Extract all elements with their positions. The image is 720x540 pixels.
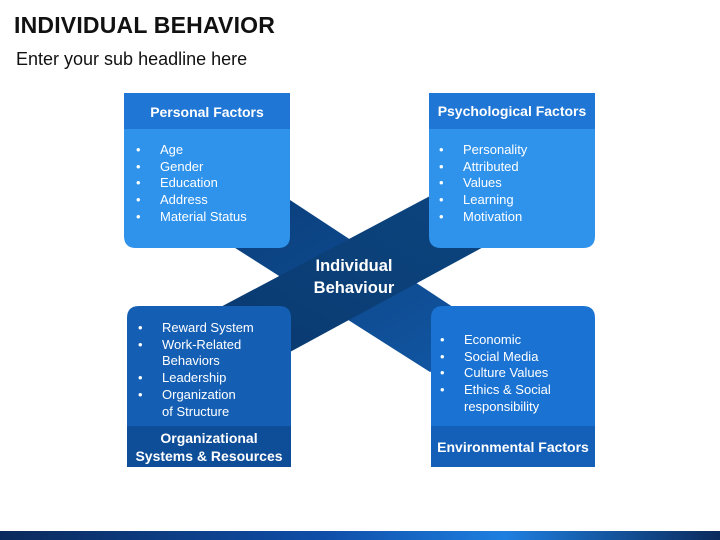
list-item-text: responsibility (464, 398, 540, 414)
list-item-text: Reward System (162, 320, 254, 335)
organizational-title: Organizational Systems & Resources (127, 427, 291, 467)
list-item-text: Organization (162, 386, 236, 402)
list-item: Leadership (136, 370, 254, 387)
list-item: Motivation (437, 209, 527, 226)
environmental-header-band (431, 426, 595, 467)
list-item: Learning (437, 192, 527, 209)
personal-factors-title: Personal Factors (150, 104, 264, 120)
list-item: Social Media (438, 349, 551, 366)
center-label-line2: Behaviour (313, 279, 395, 297)
organizational-title-line2: Systems & Resources (135, 448, 283, 464)
psychological-factors-title: Psychological Factors (437, 103, 587, 119)
page-title: INDIVIDUAL BEHAVIOR (14, 12, 276, 38)
list-item: Economic (438, 332, 551, 349)
bottom-accent-bar (0, 531, 720, 540)
organizational-title-line1: Organizational (160, 430, 258, 446)
list-item: Personality (437, 142, 527, 159)
environmental-list: Economic Social Media Culture Values Eth… (438, 332, 551, 416)
list-item: Gender (134, 159, 247, 176)
psychological-header-band (429, 93, 595, 129)
center-label: Individual Behaviour (300, 255, 408, 299)
center-label-line1: Individual (315, 257, 393, 275)
list-item: Education (134, 175, 247, 192)
list-item: Material Status (134, 209, 247, 226)
psychological-factors-list: Personality Attributed Values Learning M… (437, 142, 527, 226)
list-item-text: of Structure (162, 403, 230, 419)
list-item: Values (437, 175, 527, 192)
list-item-text: Economic (464, 332, 522, 347)
page-subtitle: Enter your sub headline here (16, 49, 248, 69)
list-item: Attributed (437, 159, 527, 176)
list-item-text: Leadership (162, 370, 227, 386)
environmental-factors-title: Environmental Factors (437, 439, 589, 455)
personal-factors-list: Age Gender Education Address Material St… (134, 142, 247, 226)
list-item: Address (134, 192, 247, 209)
personal-header-band (124, 93, 290, 129)
list-item: Age (134, 142, 247, 159)
list-item-text: Work-Related (162, 336, 242, 352)
list-item-text: Social Media (464, 348, 539, 364)
list-item-text: Behaviors (162, 353, 220, 369)
list-item: Reward System (136, 320, 254, 337)
list-item: Culture Values (438, 365, 551, 382)
list-item-text: Culture Values (464, 365, 549, 381)
organizational-header-band (127, 426, 291, 467)
list-item-text: Ethics & Social (464, 382, 551, 398)
